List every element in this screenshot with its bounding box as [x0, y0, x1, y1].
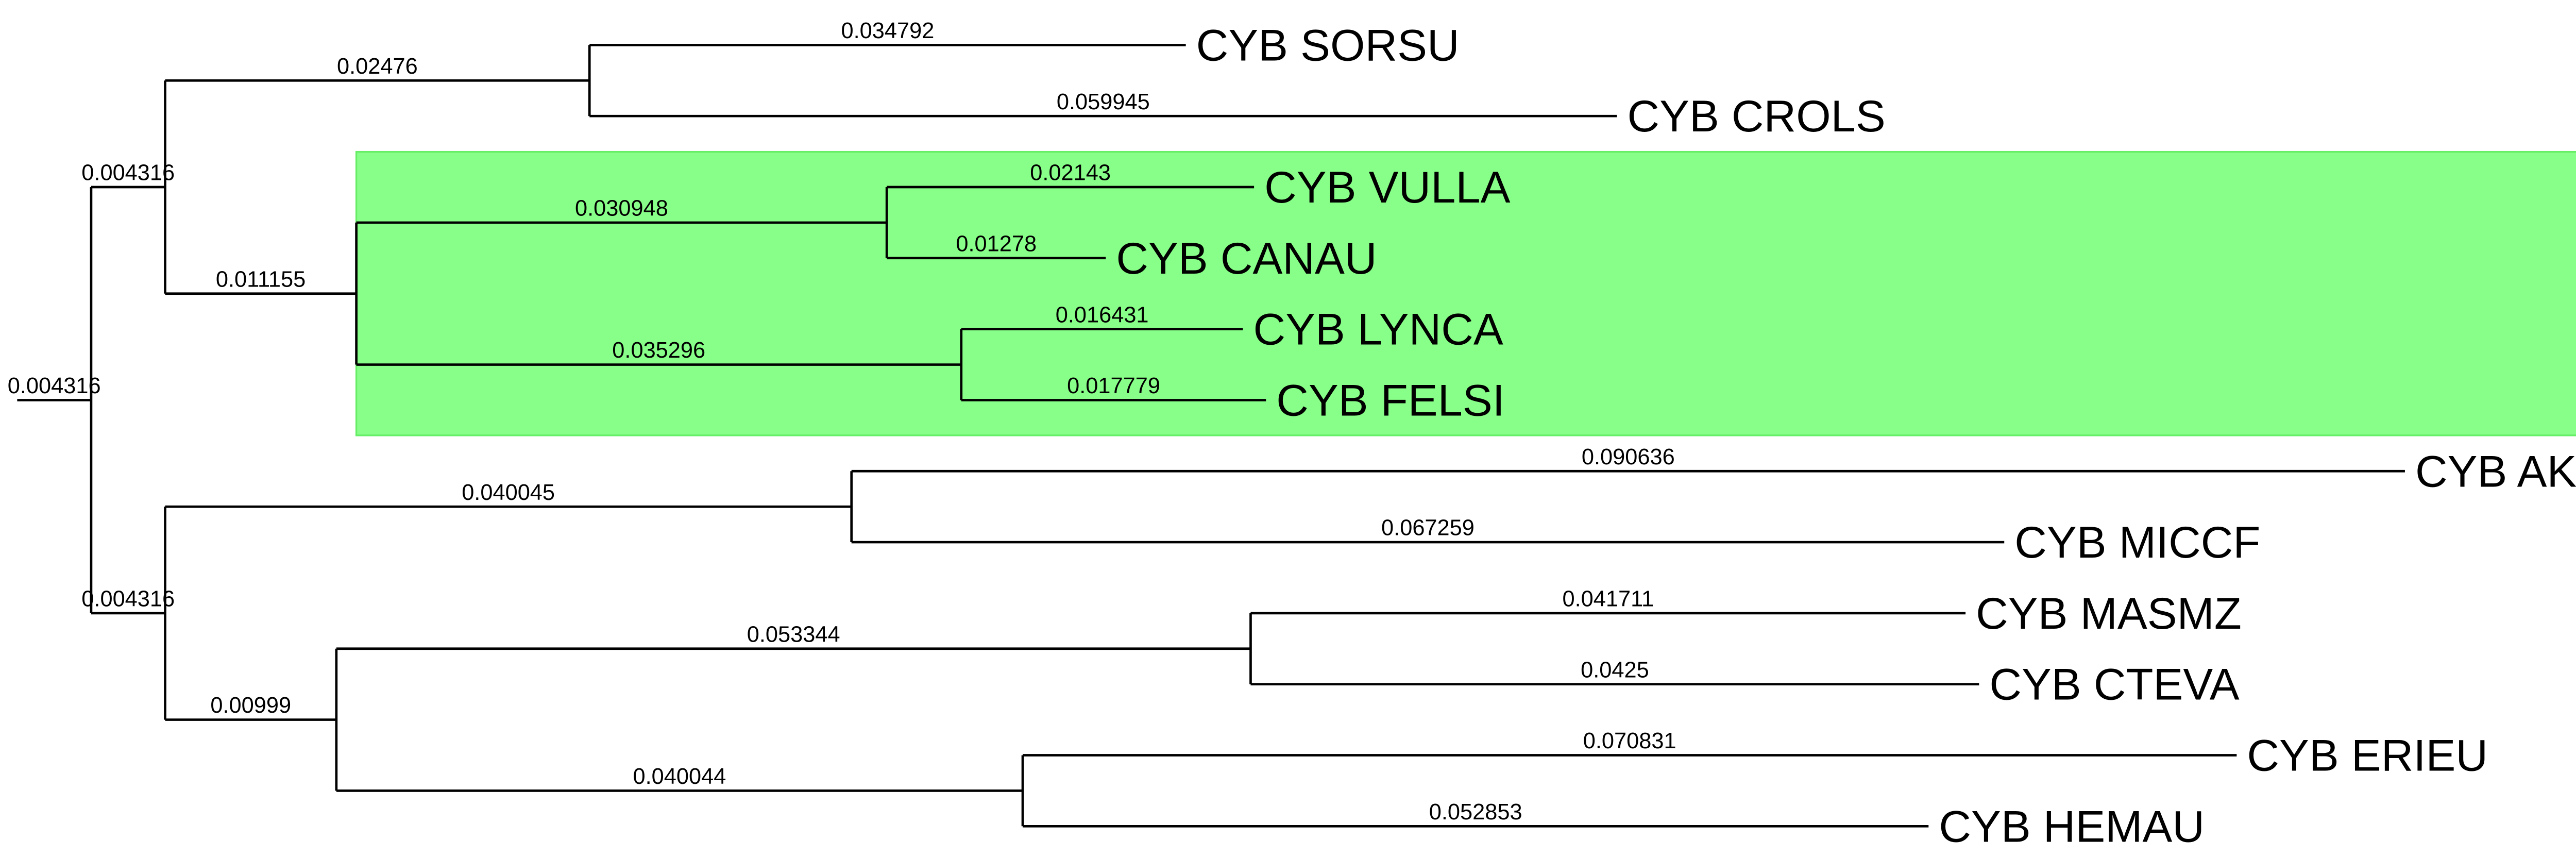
branch-length-label: 0.040045: [462, 480, 555, 505]
branch-layer: [17, 44, 2405, 828]
leaf-label: CYB SORSU: [1196, 20, 1460, 70]
branch-length-label: 0.011155: [216, 267, 306, 292]
branch-length-label: 0.030948: [575, 196, 668, 221]
leaf-label: CYB CTEVA: [1989, 660, 2239, 710]
highlight-layer: [355, 150, 2576, 436]
leaf-label: CYB FELSI: [1276, 375, 1505, 425]
branch-length-label: 0.034792: [841, 19, 935, 43]
branch-length-label: 0.02476: [337, 54, 418, 79]
branch-length-label: 0.016431: [1056, 303, 1149, 327]
branch-length-label: 0.004316: [81, 161, 175, 186]
branch-length-label: 0.040044: [633, 764, 726, 789]
branch-length-label: 0.035296: [612, 338, 705, 363]
leaf-label: CYB VULLA: [1264, 162, 1510, 212]
branch-length-label: 0.017779: [1067, 374, 1160, 398]
branch-length-label: 0.041711: [1562, 587, 1654, 612]
branch-length-label: 0.004316: [8, 374, 101, 398]
leaf-label: CYB CROLS: [1627, 91, 1885, 141]
branch-length-label: 0.052853: [1429, 800, 1522, 825]
branch-length-label: 0.004316: [81, 587, 175, 612]
leaf-label: CYB CANAU: [1116, 233, 1377, 283]
leaf-label: CYB MASMZ: [1976, 589, 2242, 638]
branch-length-label: 0.00999: [210, 693, 291, 718]
branch-length-label: 0.067259: [1381, 516, 1475, 541]
branch-length-label: 0.0425: [1581, 658, 1649, 682]
leaf-label: CYB HEMAU: [1939, 801, 2205, 851]
leaf-label: CYB ERIEU: [2247, 731, 2488, 781]
branch-length-label: 0.070831: [1583, 729, 1676, 753]
branch-length-label: 0.01278: [956, 231, 1037, 256]
branch-length-label: 0.059945: [1057, 90, 1150, 114]
branch-length-label: 0.090636: [1582, 445, 1675, 469]
leaf-label: CYB LYNCA: [1253, 305, 1503, 355]
branch-length-label: 0.053344: [747, 622, 840, 647]
clade-highlight-box: [355, 150, 2576, 436]
branch-length-label: 0.02143: [1030, 161, 1111, 186]
leaf-label: CYB AKOOR: [2415, 446, 2576, 496]
leaf-label: CYB MICCF: [2014, 517, 2260, 567]
